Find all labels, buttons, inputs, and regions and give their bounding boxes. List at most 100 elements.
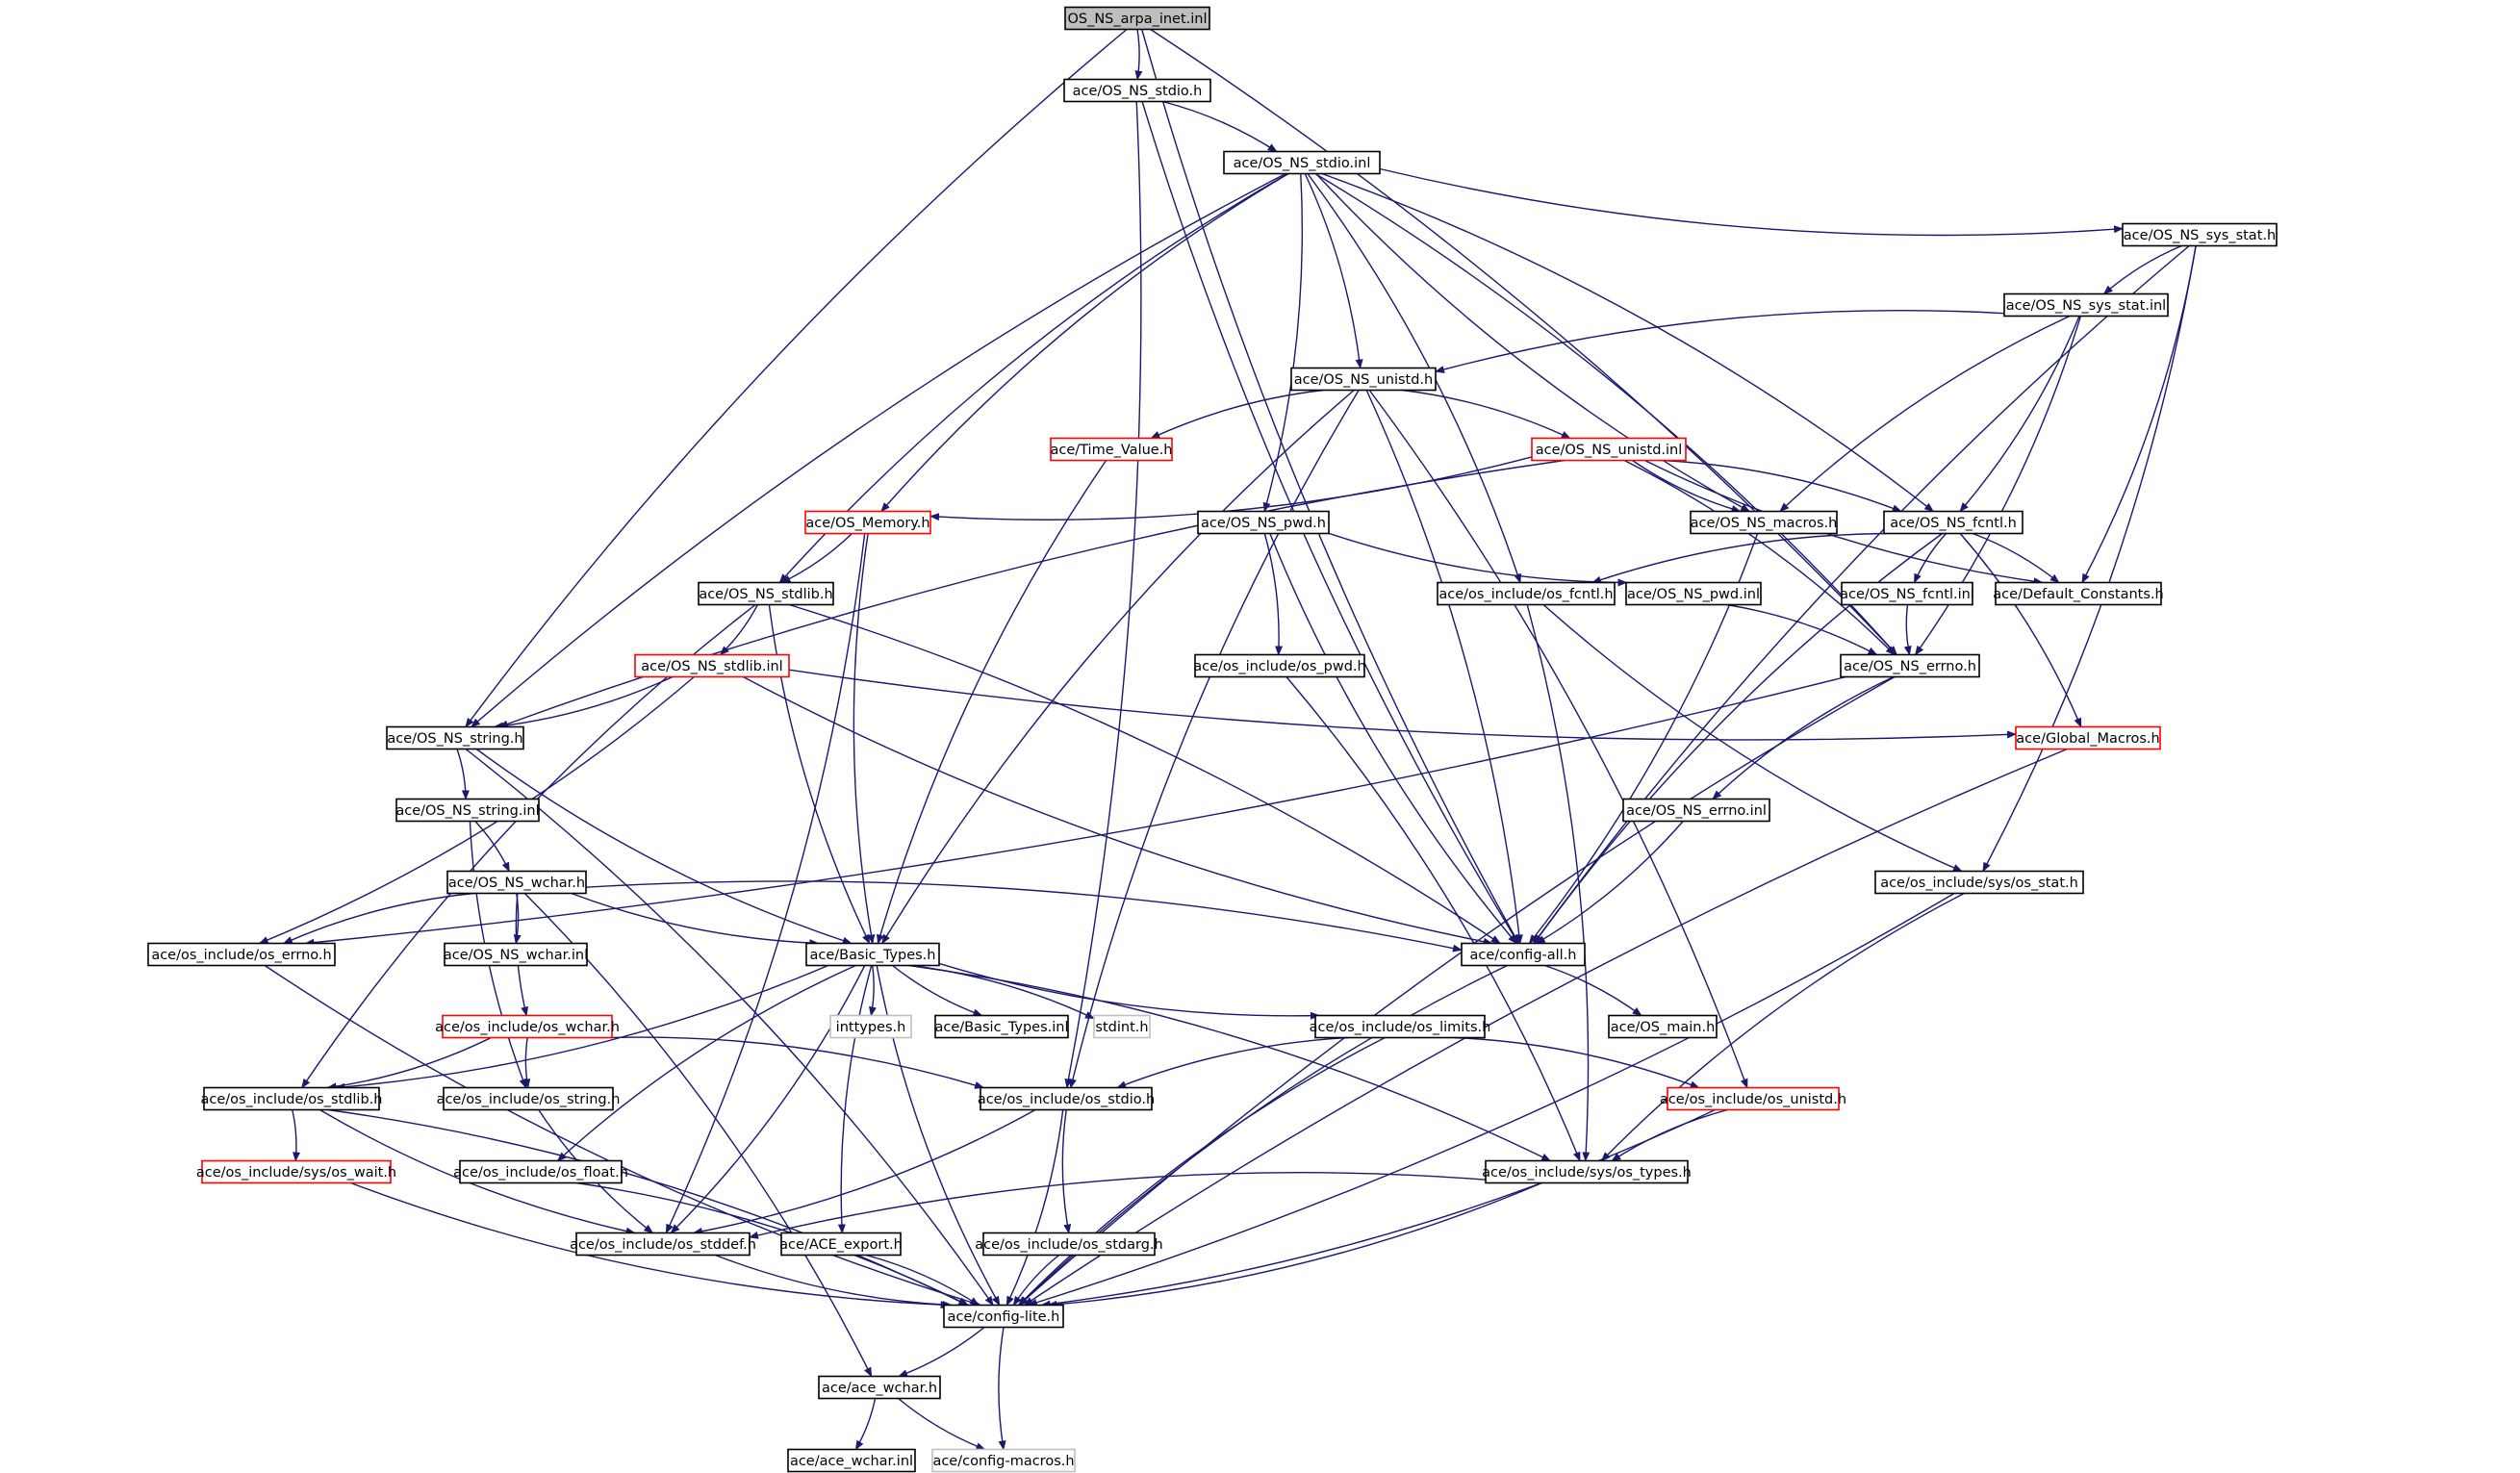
node-box	[982, 1232, 1156, 1257]
graph-node-sys-stat-h[interactable]: ace/OS_NS_sys_stat.h	[2122, 222, 2278, 247]
node-label: ace/ACE_export.h	[779, 1237, 903, 1253]
graph-node-ace-export[interactable]: ace/ACE_export.h	[779, 1232, 903, 1257]
dependency-edge-os_wchar-to-os_stdio	[609, 1036, 985, 1089]
graph-node-memory[interactable]: ace/OS_Memory.h	[804, 510, 931, 535]
graph-node-os-string[interactable]: ace/os_include/os_string.h	[437, 1086, 621, 1111]
dependency-edge-errno_h-to-errno_inl	[1712, 675, 1895, 800]
graph-node-os-unistd[interactable]: ace/os_include/os_unistd.h	[1660, 1086, 1846, 1111]
graph-node-pwd-inl[interactable]: ace/OS_NS_pwd.inl	[1625, 581, 1762, 606]
dependency-edge-os_limits-to-os_unistd	[1454, 1036, 1700, 1089]
dependency-edge-config_lite-to-config_macros	[998, 1327, 1006, 1451]
graph-node-basic-types-inl[interactable]: ace/Basic_Types.inl	[934, 1014, 1069, 1039]
graph-node-os-stdio[interactable]: ace/os_include/os_stdio.h	[978, 1086, 1155, 1111]
dependency-edge-os_float-to-config_lite	[575, 1181, 969, 1307]
node-box	[805, 942, 940, 967]
node-label: ace/Global_Macros.h	[2016, 731, 2159, 747]
graph-node-unistd-inl[interactable]: ace/OS_NS_unistd.inl	[1531, 437, 1687, 462]
graph-node-config-lite[interactable]: ace/config-lite.h	[943, 1304, 1064, 1329]
graph-node-stdint[interactable]: stdint.h	[1093, 1014, 1151, 1039]
graph-node-wchar-h[interactable]: ace/OS_NS_wchar.h	[446, 870, 587, 895]
dependency-edge-sys_stat_inl-to-errno_h	[1915, 316, 2082, 656]
graph-node-os-errno[interactable]: ace/os_include/os_errno.h	[147, 942, 336, 967]
node-label: ace/os_include/os_unistd.h	[1660, 1092, 1846, 1107]
graph-node-macros[interactable]: ace/OS_NS_macros.h	[1690, 510, 1838, 535]
dependency-edge-stdio_inl-to-sys_stat_h	[1379, 167, 2124, 237]
dependency-edge-unistd_h-to-basic_types	[881, 389, 1355, 945]
graph-node-fcntl-h[interactable]: ace/OS_NS_fcntl.h	[1883, 510, 2024, 535]
graph-node-os-stddef[interactable]: ace/os_include/os_stddef.h	[570, 1232, 756, 1257]
graph-node-pwd-h[interactable]: ace/OS_NS_pwd.h	[1197, 510, 1330, 535]
graph-node-stdio-h[interactable]: ace/OS_NS_stdio.h	[1063, 78, 1211, 103]
dependency-edge-stdlib_inl-to-os_errno	[258, 675, 695, 945]
node-label: ace/OS_NS_stdio.h	[1073, 84, 1203, 99]
node-label: ace/OS_NS_stdlib.h	[699, 587, 832, 602]
dependency-edge-sys_stat_h-to-sys_stat_inl	[2102, 244, 2182, 295]
node-label: ace/OS_NS_macros.h	[1691, 516, 1838, 531]
dependency-edge-errno_inl-to-config_all	[1535, 821, 1684, 945]
dependency-edge-basic_types-to-inttypes	[869, 965, 877, 1017]
graph-node-inttypes[interactable]: inttypes.h	[829, 1014, 912, 1039]
graph-node-ace-wchar-inl[interactable]: ace/ace_wchar.inl	[787, 1448, 916, 1473]
graph-node-sys-types[interactable]: ace/os_include/sys/os_types.h	[1482, 1159, 1692, 1184]
dependency-edge-wchar_h-to-config_all	[585, 880, 1463, 952]
node-box	[804, 510, 931, 535]
graph-node-errno-h[interactable]: ace/OS_NS_errno.h	[1840, 653, 1980, 678]
node-label: ace/OS_Memory.h	[805, 516, 929, 531]
graph-node-default-const[interactable]: ace/Default_Constants.h	[1993, 581, 2164, 606]
graph-node-root[interactable]: OS_NS_arpa_inet.inl	[1064, 6, 1210, 31]
dependency-edge-pwd_h-to-pwd_inl	[1328, 532, 1628, 587]
dependency-edge-basic_types-to-stdint	[910, 964, 1095, 1020]
node-box	[1874, 870, 2084, 895]
graph-node-os-limits[interactable]: ace/os_include/os_limits.h	[1310, 1014, 1491, 1039]
graph-node-sys-wait[interactable]: ace/os_include/sys/os_wait.h	[196, 1159, 396, 1184]
graph-node-global-macros[interactable]: ace/Global_Macros.h	[2015, 725, 2161, 750]
dependency-edge-os_unistd-to-sys_types	[1611, 1108, 1728, 1162]
graph-node-os-stdarg[interactable]: ace/os_include/os_stdarg.h	[975, 1232, 1163, 1257]
node-box	[443, 1086, 614, 1111]
dependency-edge-os_stdio-to-os_stdarg	[1061, 1109, 1072, 1234]
graph-node-os-main[interactable]: ace/OS_main.h	[1608, 1014, 1718, 1039]
graph-node-os-wchar[interactable]: ace/os_include/os_wchar.h	[435, 1014, 620, 1039]
graph-node-fcntl-inl[interactable]: ace/OS_NS_fcntl.inl	[1840, 581, 1974, 606]
graph-node-time-value[interactable]: ace/Time_Value.h	[1050, 437, 1173, 462]
graph-node-os-pwd[interactable]: ace/os_include/os_pwd.h	[1193, 653, 1366, 678]
node-box	[201, 1159, 392, 1184]
graph-node-sys-stat-inl[interactable]: ace/OS_NS_sys_stat.inl	[2003, 292, 2169, 317]
node-box	[787, 1448, 916, 1473]
node-box	[395, 798, 540, 823]
graph-node-os-stdlib[interactable]: ace/os_include/os_stdlib.h	[201, 1086, 383, 1111]
graph-node-config-macros[interactable]: ace/config-macros.h	[931, 1448, 1076, 1473]
node-box	[459, 1159, 623, 1184]
dependency-edge-unistd_h-to-os_unistd	[1368, 390, 1748, 1089]
node-box	[386, 725, 524, 750]
graph-node-stdlib-inl[interactable]: ace/OS_NS_stdlib.inl	[634, 653, 790, 678]
dependency-edge-os_fcntl-to-sys_types	[1526, 604, 1591, 1162]
graph-node-string-h[interactable]: ace/OS_NS_string.h	[386, 725, 524, 750]
dependency-edge-fcntl_h-to-fcntl_inl	[1913, 533, 1947, 584]
node-box	[1485, 1159, 1689, 1184]
dependency-edge-root-to-errno_h	[1150, 28, 1897, 656]
dependency-edge-basic_types-to-basic_types_inl	[892, 964, 983, 1017]
graph-node-os-sys-stat[interactable]: ace/os_include/sys/os_stat.h	[1874, 870, 2084, 895]
graph-node-string-inl[interactable]: ace/OS_NS_string.inl	[395, 798, 540, 823]
graph-node-ace-wchar[interactable]: ace/ace_wchar.h	[818, 1375, 941, 1400]
node-box	[147, 942, 336, 967]
node-label: ace/os_include/os_stdio.h	[978, 1092, 1155, 1107]
node-box	[1995, 581, 2162, 606]
dependency-edge-pwd_h-to-config_all	[1269, 533, 1517, 945]
graph-node-stdio-inl[interactable]: ace/OS_NS_stdio.inl	[1223, 150, 1381, 175]
graph-node-basic-types[interactable]: ace/Basic_Types.h	[805, 942, 940, 967]
graph-node-os-fcntl[interactable]: ace/os_include/os_fcntl.h	[1437, 581, 1616, 606]
node-label: ace/OS_NS_errno.h	[1844, 659, 1976, 674]
graph-node-wchar-inl[interactable]: ace/OS_NS_wchar.inl	[444, 942, 588, 967]
node-label: ace/os_include/os_float.h	[453, 1165, 628, 1181]
graph-node-errno-inl[interactable]: ace/OS_NS_errno.inl	[1622, 798, 1770, 823]
graph-node-unistd-h[interactable]: ace/OS_NS_unistd.h	[1290, 367, 1437, 392]
node-label: ace/OS_NS_unistd.h	[1294, 372, 1433, 388]
graph-node-stdlib-h[interactable]: ace/OS_NS_stdlib.h	[698, 581, 834, 606]
edge-layer	[258, 28, 2197, 1451]
graph-node-config-all[interactable]: ace/config-all.h	[1461, 942, 1586, 967]
dependency-edge-sys_stat_inl-to-fcntl_h	[1959, 316, 2080, 513]
node-label: stdint.h	[1095, 1020, 1148, 1035]
graph-node-os-float[interactable]: ace/os_include/os_float.h	[453, 1159, 628, 1184]
